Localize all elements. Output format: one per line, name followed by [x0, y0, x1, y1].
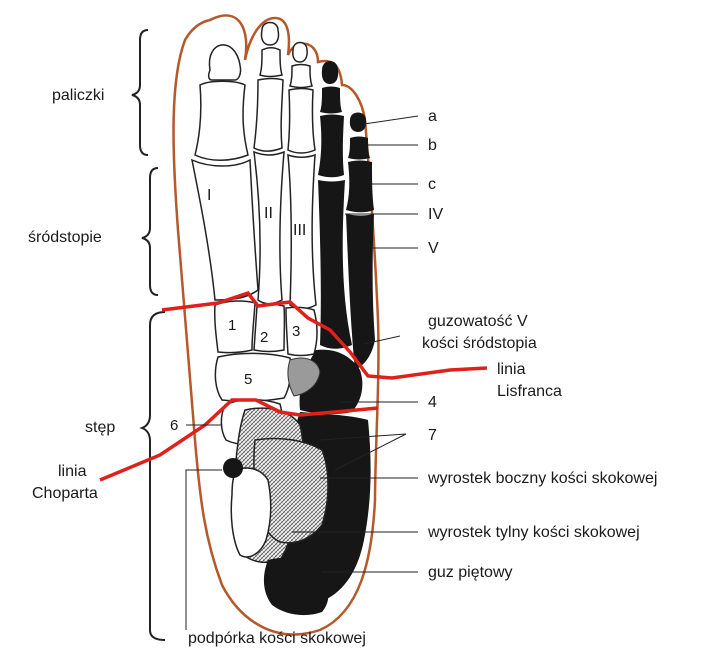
label-tarsus: stęp	[85, 419, 115, 436]
lateral-cuneiform	[286, 307, 317, 355]
label-phalanges: paliczki	[52, 87, 104, 104]
label-chopart-2: Choparta	[32, 485, 98, 502]
middle-phalanx-4	[320, 87, 342, 114]
metatarsal-label-III: III	[293, 222, 306, 239]
middle-phalanx-3	[290, 65, 312, 88]
proximal-phalanx-2	[254, 79, 283, 152]
proximal-phalanx-5	[346, 161, 374, 213]
label-metatarsus: śródstopie	[28, 229, 102, 246]
calcaneus-medial-white	[231, 468, 271, 557]
label-b: b	[428, 137, 437, 154]
label-c: c	[428, 176, 436, 193]
label-lateral-process: wyrostek boczny kości skokowej	[427, 470, 657, 487]
label-chopart-1: linia	[58, 463, 87, 480]
tarsal-number-5: 5	[244, 371, 252, 388]
tarsal-number-1: 1	[228, 317, 236, 334]
proximal-phalanx-3	[288, 89, 315, 154]
intermediate-cuneiform	[254, 305, 284, 352]
label-posterior-process: wyrostek tylny kości skokowej	[427, 524, 640, 541]
bracket-metatarsus	[142, 168, 158, 295]
navicular	[215, 353, 290, 401]
sustentaculum-tali	[223, 458, 243, 478]
metatarsal-4	[318, 180, 352, 349]
metatarsal-1	[192, 160, 258, 300]
distal-phalanx-1	[209, 45, 241, 80]
middle-phalanx-2	[260, 48, 282, 77]
middle-phalanx-5	[348, 137, 370, 160]
distal-phalanx-3	[293, 43, 307, 63]
metatarsal-5	[346, 214, 375, 370]
label-calcaneal-tuber: guz piętowy	[428, 564, 513, 581]
distal-phalanx-4	[322, 61, 338, 84]
toe-1	[192, 45, 258, 300]
metatarsal-label-I: I	[207, 187, 211, 204]
tarsal-number-6: 6	[170, 417, 178, 434]
toe-4	[318, 61, 352, 349]
label-lisfranc-2: Lisfranca	[497, 383, 562, 400]
label-tuberosity-1: guzowatość V	[428, 313, 528, 330]
label-7: 7	[428, 427, 437, 444]
toe-2	[254, 23, 284, 304]
metatarsal-label-II: II	[264, 205, 273, 222]
label-IV: IV	[428, 206, 443, 223]
toe-5	[346, 113, 375, 371]
distal-phalanx-2	[261, 23, 278, 46]
label-4: 4	[428, 394, 437, 411]
label-V: V	[428, 240, 439, 257]
metatarsal-2	[254, 152, 284, 304]
tarsal-number-2: 2	[260, 329, 268, 346]
label-a: a	[428, 108, 437, 125]
distal-phalanx-5	[350, 113, 366, 133]
label-sustentaculum: podpórka kości skokowej	[188, 630, 366, 647]
tarsal-number-3: 3	[292, 323, 300, 340]
proximal-phalanx-1	[195, 81, 248, 160]
toe-3	[288, 43, 316, 309]
label-lisfranc-1: linia	[497, 361, 526, 378]
bracket-tarsus	[142, 312, 165, 640]
bracket-phalanges	[132, 30, 148, 155]
proximal-phalanx-4	[318, 115, 344, 178]
label-tuberosity-2: kości śródstopia	[422, 335, 537, 352]
